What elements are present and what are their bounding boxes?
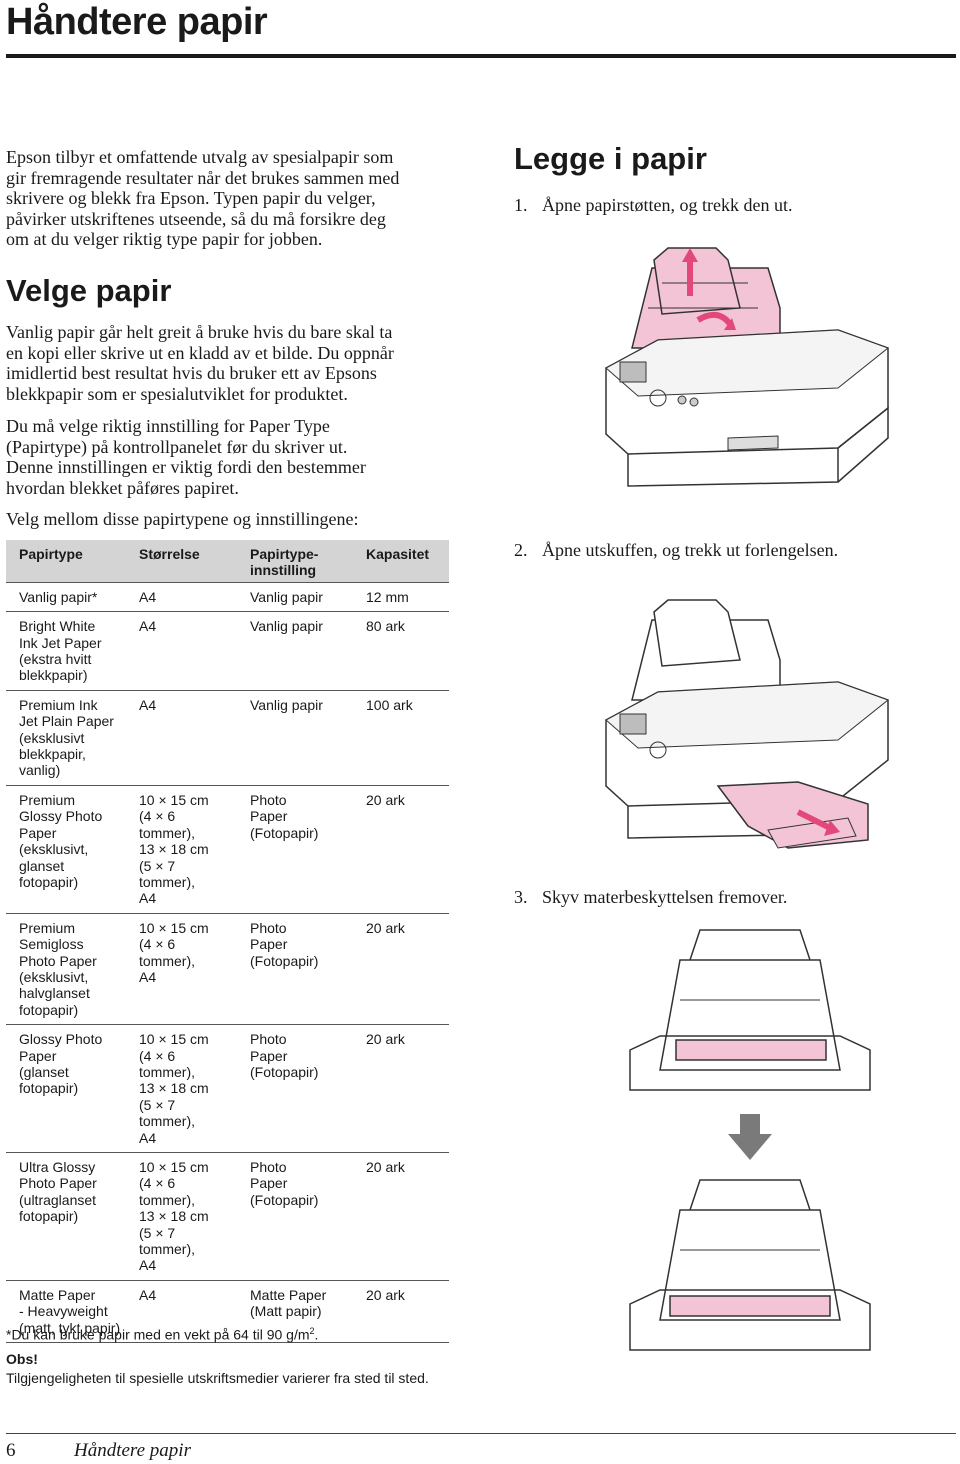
cell-innstilling: Matte Paper (Matt papir): [237, 1280, 348, 1344]
intro-line: Epson tilbyr et omfattende utvalg av spe…: [6, 147, 394, 167]
cell-papirtype: Ultra Glossy Photo Paper (ultraglanset f…: [6, 1152, 126, 1281]
cell-innstilling: Photo Paper (Fotopapir): [237, 785, 348, 914]
extend-arrow: [796, 809, 832, 831]
cell-innstilling: Photo Paper (Fotopapir): [237, 1152, 348, 1281]
cell-storrelse: 10 × 15 cm (4 × 6 tommer), 13 × 18 cm (5…: [126, 785, 237, 914]
cell-storrelse: 10 × 15 cm (4 × 6 tommer), A4: [126, 913, 237, 1026]
lcd-screen: [619, 361, 647, 383]
feeder-guard-figure-after: [629, 1179, 871, 1351]
unfold-arrow: [696, 311, 733, 326]
footer-rule: [6, 1433, 956, 1434]
velge-line: imidlertid best resultat hvis du bruker …: [6, 363, 377, 384]
lcd-screen: [619, 713, 647, 735]
obs-text: Tilgjengeligheten til spesielle utskrift…: [6, 1370, 429, 1386]
cell-papirtype: Premium Glossy Photo Paper (eksklusivt, …: [6, 785, 126, 914]
intro-paragraph: Epson tilbyr et omfattende utvalg av spe…: [6, 147, 456, 250]
footnote: *Du kan bruke papir med en vekt på 64 ti…: [6, 1322, 318, 1344]
cell-storrelse: A4: [126, 582, 237, 613]
header-innstilling: Papirtype- innstilling: [237, 540, 348, 583]
footnote-sup: 2: [309, 1326, 315, 1336]
down-arrow-icon: [728, 1114, 772, 1160]
table-header-row: Papirtype Størrelse Papirtype- innstilli…: [6, 540, 449, 583]
cell-kapasitet: 20 ark: [348, 785, 449, 914]
table-row: Bright White Ink Jet Paper (ekstra hvitt…: [6, 611, 449, 691]
cell-papirtype: Bright White Ink Jet Paper (ekstra hvitt…: [6, 611, 126, 691]
velge-line: Vanlig papir går helt greit å bruke hvis…: [6, 322, 393, 342]
header-papirtype: Papirtype: [6, 540, 126, 583]
title-rule: [6, 54, 956, 58]
step-text: Åpne utskuffen, og trekk ut forlengelsen…: [542, 540, 839, 560]
feeder-guard: [675, 1039, 827, 1061]
cell-innstilling: Vanlig papir: [237, 611, 348, 691]
step-text: Åpne papirstøtten, og trekk den ut.: [542, 195, 793, 215]
cell-kapasitet: 80 ark: [348, 611, 449, 691]
cell-papirtype: Glossy Photo Paper (glanset fotopapir): [6, 1024, 126, 1153]
intro-line: om at du velger riktig type papir for jo…: [6, 229, 323, 250]
cell-innstilling: Vanlig papir: [237, 690, 348, 786]
cell-storrelse: A4: [126, 690, 237, 786]
cell-storrelse: 10 × 15 cm (4 × 6 tommer), 13 × 18 cm (5…: [126, 1024, 237, 1153]
velge-line: hvordan blekket påføres papiret.: [6, 477, 239, 498]
cell-kapasitet: 20 ark: [348, 913, 449, 1026]
velge-line: blekkpapir som er spesialutviklet for pr…: [6, 383, 348, 404]
paper-type-table: Papirtype Størrelse Papirtype- innstilli…: [6, 540, 449, 1344]
cell-innstilling: Photo Paper (Fotopapir): [237, 1024, 348, 1153]
step-text: Skyv materbeskyttelsen fremover.: [542, 887, 788, 907]
step-number: 2.: [514, 540, 528, 560]
section-heading-legge: Legge i papir: [514, 141, 707, 176]
page-number: 6: [6, 1440, 16, 1461]
cell-kapasitet: 100 ark: [348, 690, 449, 786]
obs-label: Obs!: [6, 1351, 38, 1367]
feeder-guard-figure-before: [629, 929, 871, 1091]
cell-kapasitet: 20 ark: [348, 1280, 449, 1344]
cell-kapasitet: 20 ark: [348, 1152, 449, 1281]
step-1: 1. Åpne papirstøtten, og trekk den ut.: [514, 194, 792, 216]
page-title: Håndtere papir: [6, 1, 268, 43]
velge-line: en kopi eller skrive ut en kladd av et b…: [6, 342, 394, 363]
feeder-guard: [669, 1295, 831, 1317]
cell-storrelse: A4: [126, 611, 237, 691]
table-row: Premium Ink Jet Plain Paper (eksklusivt …: [6, 690, 449, 786]
cell-papirtype: Matte Paper - Heavyweight (matt, tykt pa…: [6, 1280, 126, 1344]
cell-innstilling: Vanlig papir: [237, 582, 348, 613]
footnote-text: *Du kan bruke papir med en vekt på 64 ti…: [6, 1326, 310, 1343]
table-row: Ultra Glossy Photo Paper (ultraglanset f…: [6, 1152, 449, 1281]
step-number: 1.: [514, 195, 528, 215]
paper-support-extension: [653, 247, 741, 315]
step-3: 3. Skyv materbeskyttelsen fremover.: [514, 886, 787, 908]
cell-innstilling: Photo Paper (Fotopapir): [237, 913, 348, 1026]
velge-paragraph-3: Velg mellom disse papirtypene og innstil…: [6, 509, 359, 529]
footnote-end: .: [314, 1326, 319, 1343]
cell-storrelse: 10 × 15 cm (4 × 6 tommer), 13 × 18 cm (5…: [126, 1152, 237, 1281]
cell-kapasitet: 20 ark: [348, 1024, 449, 1153]
table-row: Glossy Photo Paper (glanset fotopapir)10…: [6, 1024, 449, 1153]
intro-line: gir fremragende resultater når det bruke…: [6, 167, 400, 188]
table-row: Matte Paper - Heavyweight (matt, tykt pa…: [6, 1280, 449, 1344]
table-row: Premium Glossy Photo Paper (eksklusivt, …: [6, 785, 449, 914]
velge-paragraph-2: Du må velge riktig innstilling for Paper…: [6, 416, 461, 498]
cell-kapasitet: 12 mm: [348, 582, 449, 613]
table-row: Premium Semigloss Photo Paper (eksklusiv…: [6, 913, 449, 1026]
velge-line: Du må velge riktig innstilling for Paper…: [6, 416, 330, 436]
cell-papirtype: Premium Semigloss Photo Paper (eksklusiv…: [6, 913, 126, 1026]
printer-figure-2: [605, 599, 890, 849]
cell-storrelse: A4: [126, 1280, 237, 1344]
velge-paragraph-1: Vanlig papir går helt greit å bruke hvis…: [6, 322, 461, 404]
cell-papirtype: Premium Ink Jet Plain Paper (eksklusivt …: [6, 690, 126, 786]
velge-line: Denne innstillingen er viktig fordi den …: [6, 457, 366, 478]
step-2: 2. Åpne utskuffen, og trekk ut forlengel…: [514, 539, 838, 561]
velge-line: (Papirtype) på kontrollpanelet før du sk…: [6, 436, 348, 457]
section-heading-velge: Velge papir: [6, 273, 172, 308]
intro-line: påvirker utskriftenes utseende, så du må…: [6, 208, 386, 229]
intro-line: skrivere og blekk fra Epson. Typen papir…: [6, 188, 376, 209]
cell-papirtype: Vanlig papir*: [6, 582, 126, 613]
printer-figure-1: [605, 247, 890, 487]
header-kapasitet: Kapasitet: [348, 540, 449, 583]
step-number: 3.: [514, 887, 528, 907]
header-storrelse: Størrelse: [126, 540, 237, 583]
footer-section: Håndtere papir: [74, 1440, 191, 1461]
